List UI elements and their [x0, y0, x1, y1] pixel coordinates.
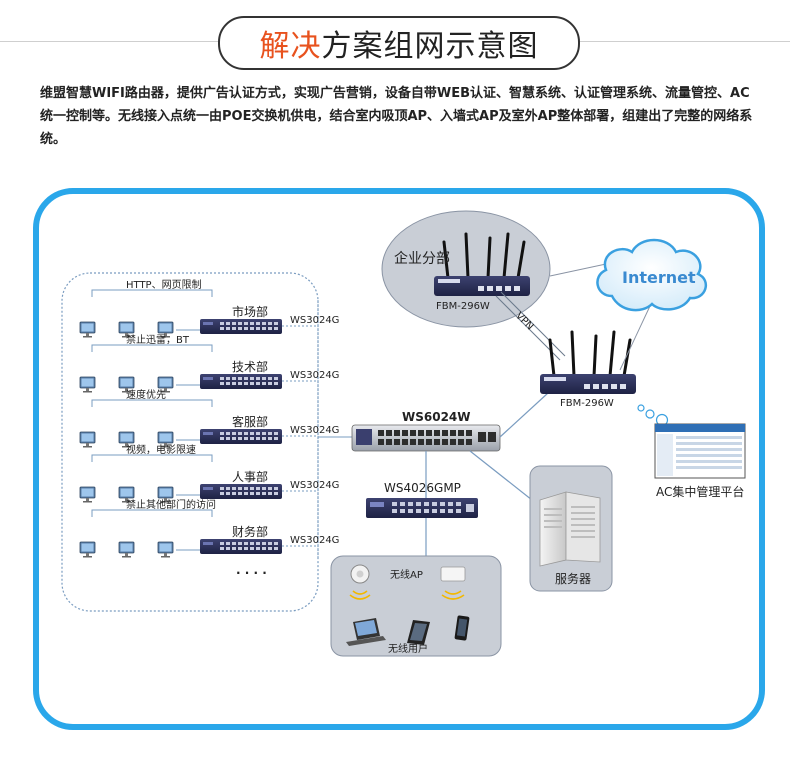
- wireless-users-label: 无线用户: [388, 644, 428, 655]
- monitor-icon: [654, 423, 746, 479]
- switch-icon: [200, 429, 282, 444]
- department-row: [79, 289, 318, 338]
- computer-icon: [157, 541, 174, 558]
- title-highlight: 解决: [259, 29, 322, 64]
- cloud-icon: [596, 238, 708, 312]
- title-rule-left: [0, 41, 218, 42]
- department-policy-label: HTTP、网页限制: [126, 280, 202, 291]
- more-departments-label: · · · ·: [236, 566, 267, 580]
- department-name-label: 客服部: [232, 415, 269, 429]
- department-switch-label: WS3024G: [290, 535, 340, 546]
- title-rest: 方案组网示意图: [321, 29, 539, 64]
- intro-text: 维盟智慧WIFI路由器，提供广告认证方式，实现广告营销，设备自带WEB认证、智慧…: [40, 86, 753, 147]
- main-router-label: FBM-296W: [560, 398, 614, 409]
- department-switch-label: WS3024G: [290, 315, 340, 326]
- department-policy-label: 速度优先: [126, 390, 166, 401]
- wifi-signal-icon: [349, 590, 465, 600]
- page-title: 解决方案组网示意图: [218, 16, 580, 70]
- computer-icon: [118, 541, 135, 558]
- department-policy-label: 禁止迅雷，BT: [126, 335, 189, 346]
- phone-icon: [454, 615, 470, 641]
- branch-office-label: 企业分部: [394, 251, 450, 267]
- department-name-label: 财务部: [232, 525, 269, 539]
- wireless-ap-label: 无线AP: [390, 570, 423, 581]
- department-row: [79, 454, 318, 503]
- department-row: [79, 344, 318, 393]
- server-label: 服务器: [555, 572, 592, 586]
- department-name-label: 人事部: [232, 470, 269, 484]
- computer-icon: [79, 376, 96, 393]
- server-icon: [539, 491, 601, 567]
- core-switch-label: WS6024W: [402, 410, 471, 424]
- department-name-label: 技术部: [232, 360, 269, 374]
- access-point-icon: [350, 564, 466, 584]
- department-switch-label: WS3024G: [290, 425, 340, 436]
- ac-platform-label: AC集中管理平台: [656, 485, 745, 499]
- department-row: [79, 399, 318, 448]
- tablet-icon: [407, 620, 430, 645]
- department-switch-label: WS3024G: [290, 480, 340, 491]
- department-policy-label: 视频，电影限速: [126, 445, 196, 456]
- internet-label: Internet: [622, 268, 696, 287]
- poe-switch: [366, 498, 478, 518]
- computer-icon: [79, 541, 96, 558]
- core-switch: [351, 424, 501, 452]
- laptop-icon: [346, 618, 386, 646]
- department-row: [79, 509, 318, 558]
- computer-icon: [79, 486, 96, 503]
- computer-icon: [79, 431, 96, 448]
- computer-icon: [79, 321, 96, 338]
- main-router-icon: [538, 330, 638, 396]
- department-name-label: 市场部: [232, 305, 269, 319]
- poe-switch-label: WS4026GMP: [384, 481, 461, 495]
- bubble-dots: [637, 404, 669, 427]
- department-policy-label: 禁止其他部门的访问: [126, 500, 216, 511]
- title-rule-right: [578, 41, 790, 42]
- branch-router-label: FBM-296W: [436, 301, 490, 312]
- switch-icon: [200, 319, 282, 334]
- switch-icon: [200, 374, 282, 389]
- switch-icon: [200, 539, 282, 554]
- department-switch-label: WS3024G: [290, 370, 340, 381]
